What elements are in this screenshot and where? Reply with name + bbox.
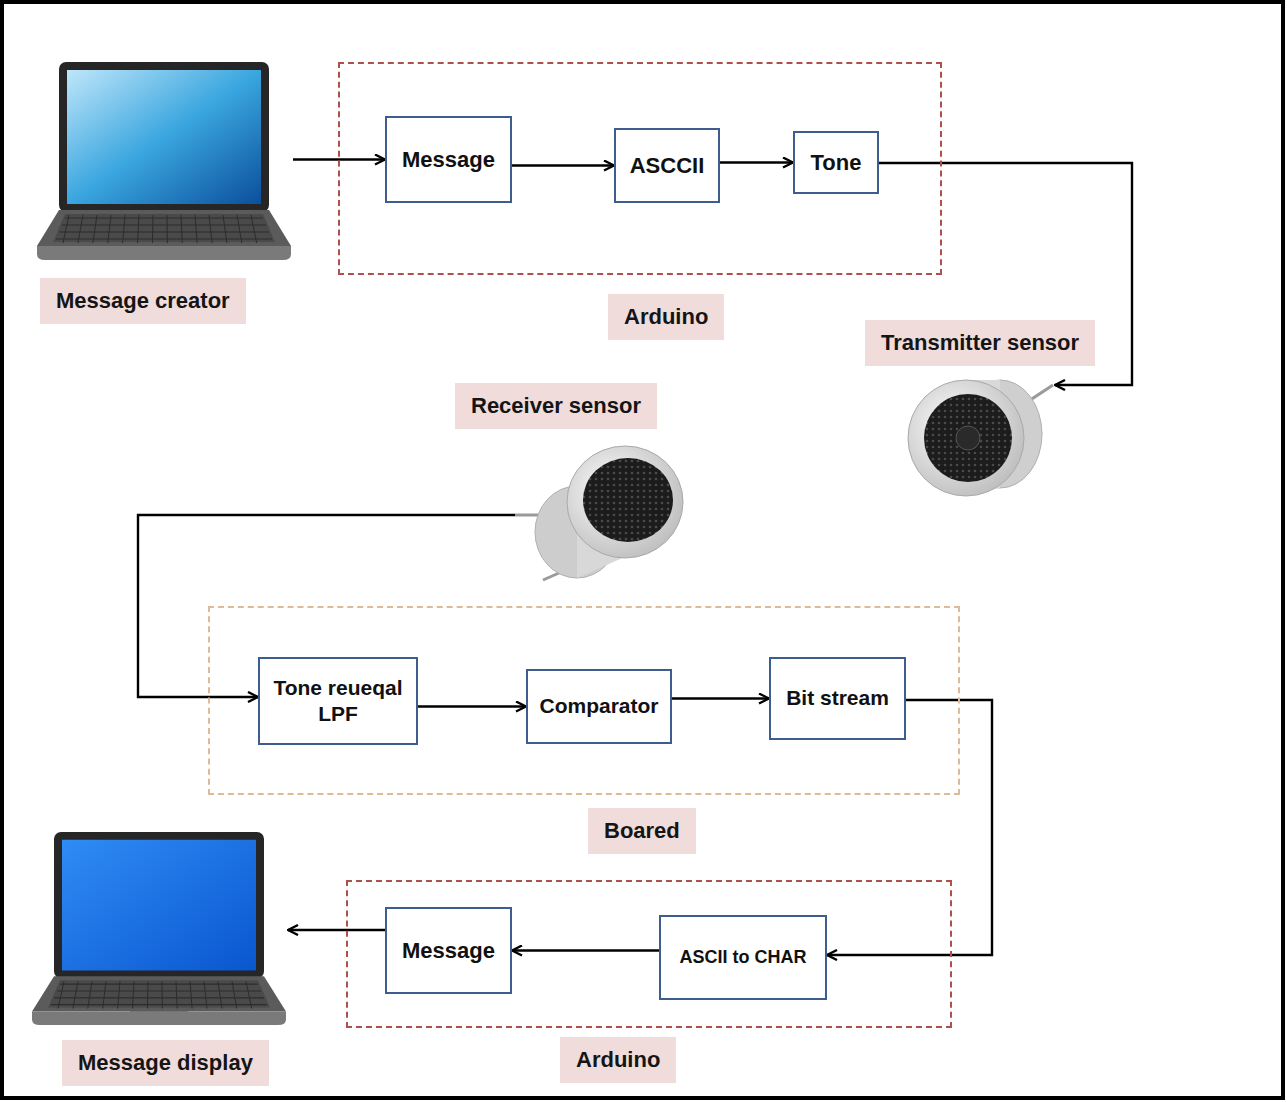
- box-label: Message: [402, 937, 495, 965]
- part-label: Transmitter sensor: [865, 320, 1095, 366]
- arduino-group: MessageASCCIIToneArduino: [338, 62, 942, 275]
- transmitter-illustration: [900, 372, 1055, 500]
- box-label: Tone reueqal LPF: [267, 675, 409, 728]
- box-label: ASCCII: [630, 152, 705, 180]
- arrow-connector: [288, 929, 385, 931]
- part-label: Boared: [588, 808, 696, 854]
- arrow-connector: [418, 705, 526, 707]
- process-box: ASCCII: [614, 128, 720, 203]
- box-label: Comparator: [539, 693, 658, 719]
- arrow-connector: [672, 697, 769, 699]
- part-label: Message display: [62, 1040, 269, 1086]
- laptop-node: Message display: [30, 830, 288, 1030]
- process-box: ASCII to CHAR: [659, 915, 827, 1000]
- process-box: Message: [385, 116, 512, 203]
- receiver-node: Receiver sensor: [515, 440, 685, 588]
- laptop-node: Message creator: [35, 60, 293, 265]
- part-label: Message creator: [40, 278, 246, 324]
- arrow-connector: [512, 164, 614, 166]
- process-box: Comparator: [526, 669, 672, 744]
- process-box: Message: [385, 907, 512, 994]
- box-label: ASCII to CHAR: [680, 946, 807, 969]
- receiver-illustration: [515, 440, 685, 588]
- laptop-illustration: [30, 830, 288, 1030]
- arrow-connector: [720, 161, 793, 163]
- transmitter-node: Transmitter sensor: [900, 372, 1055, 500]
- part-label: Arduino: [560, 1037, 676, 1083]
- laptop-illustration: [35, 60, 293, 265]
- arduino-group: MessageASCII to CHARArduino: [346, 880, 952, 1028]
- connector-group: [138, 160, 1132, 956]
- arrow-connector: [512, 949, 659, 951]
- process-box: Tone reueqal LPF: [258, 657, 418, 745]
- box-label: Bit stream: [786, 685, 889, 711]
- part-label: Arduino: [608, 294, 724, 340]
- process-box: Bit stream: [769, 657, 906, 740]
- box-label: Message: [402, 146, 495, 174]
- box-label: Tone: [811, 149, 862, 177]
- process-box: Tone: [793, 131, 879, 194]
- part-label: Receiver sensor: [455, 383, 657, 429]
- board-group: Tone reueqal LPFComparatorBit streamBoar…: [208, 606, 960, 795]
